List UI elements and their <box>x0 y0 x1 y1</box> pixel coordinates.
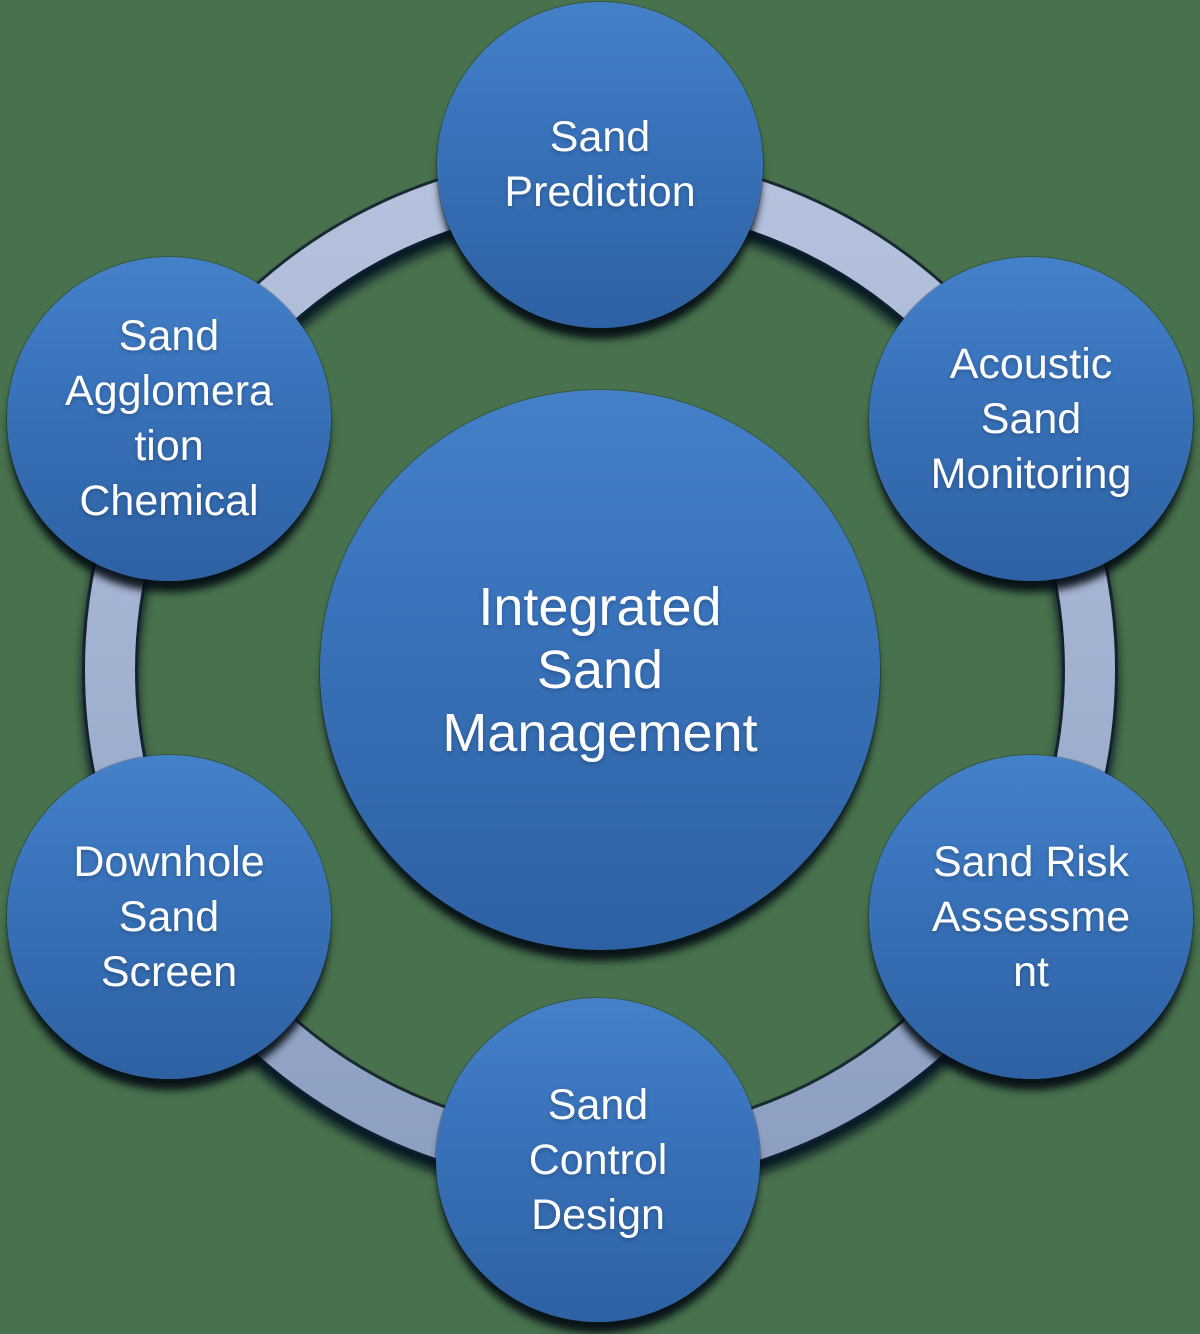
node-sand-risk-assessment-label: Sand Risk Assessme nt <box>931 837 1131 996</box>
node-sand-risk-assessment: Sand Risk Assessme nt <box>869 755 1193 1079</box>
node-integrated-sand-management-label: Integrated Sand Management <box>442 576 758 763</box>
node-downhole-sand-screen: Downhole Sand Screen <box>7 755 331 1079</box>
node-downhole-sand-screen-label: Downhole Sand Screen <box>73 837 265 996</box>
node-acoustic-sand-monitoring: Acoustic Sand Monitoring <box>869 257 1193 581</box>
node-acoustic-sand-monitoring-label: Acoustic Sand Monitoring <box>930 339 1132 498</box>
node-sand-control-design: Sand Control Design <box>436 998 760 1322</box>
node-integrated-sand-management: Integrated Sand Management <box>320 390 880 950</box>
node-sand-agglomeration-chemical: Sand Agglomera tion Chemical <box>7 257 331 581</box>
node-sand-prediction: Sand Prediction <box>437 2 763 328</box>
node-sand-control-design-label: Sand Control Design <box>528 1080 668 1239</box>
node-sand-agglomeration-chemical-label: Sand Agglomera tion Chemical <box>65 312 273 525</box>
node-sand-prediction-label: Sand Prediction <box>504 113 696 216</box>
